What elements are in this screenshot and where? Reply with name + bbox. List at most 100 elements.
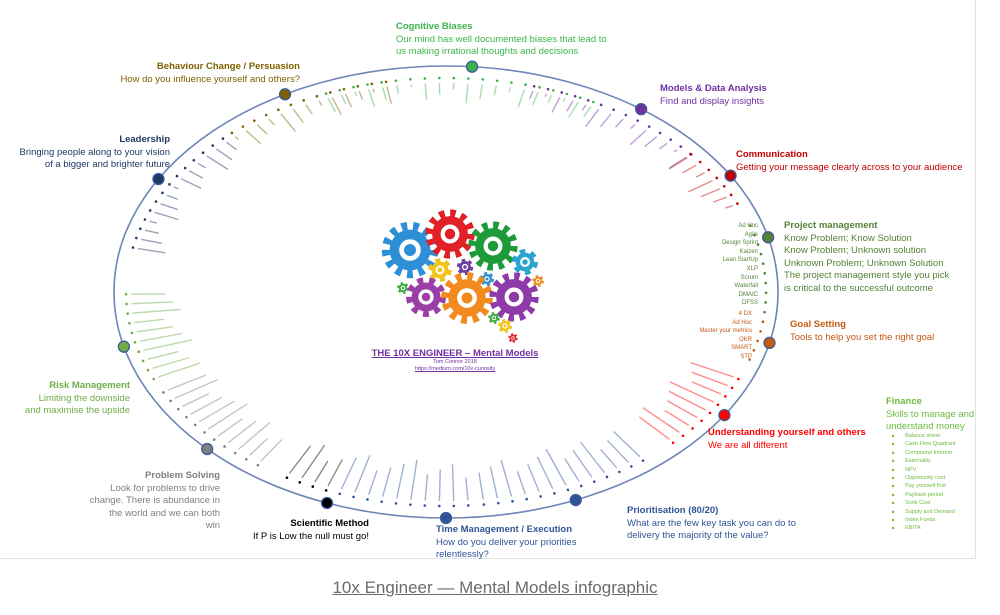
item-text-line — [167, 374, 207, 391]
category-title: Models & Data Analysis — [660, 83, 767, 94]
item-bullet-dot — [586, 99, 590, 102]
item-bullet-dot — [285, 476, 289, 480]
category-title: Behaviour Change / Persuasion — [156, 61, 300, 72]
item-bullet-dot — [689, 153, 693, 156]
item-text-line — [147, 350, 179, 361]
list-item: Balance sheet — [892, 432, 956, 440]
category-node-project — [761, 231, 775, 244]
category-desc: win — [205, 520, 220, 531]
item-text-line — [629, 129, 647, 146]
item-bullet-dot — [756, 339, 759, 343]
item-text-line — [256, 124, 268, 135]
item-bullet-dot — [573, 94, 577, 98]
item-text-line — [478, 472, 484, 500]
item-text-line — [227, 420, 257, 444]
item-bullet-dot — [761, 262, 765, 265]
category-title: Scientific Method — [290, 518, 369, 529]
item-text-line — [615, 118, 624, 128]
item-text-line — [160, 203, 178, 211]
item-bullet-dot — [707, 168, 711, 172]
item-bullet-dot — [636, 119, 639, 122]
gear-hub — [404, 244, 416, 256]
item-text-line — [358, 90, 364, 100]
item-bullet-dot — [658, 131, 662, 135]
item-text-line — [245, 129, 262, 145]
item-bullet-dot — [162, 391, 165, 394]
category-desc: of a bigger and brighter future — [44, 159, 170, 170]
item-bullet-dot — [591, 100, 595, 104]
item-text-line — [438, 469, 441, 501]
item-bullet-dot — [356, 84, 360, 88]
gear-teeth-icon — [397, 282, 409, 294]
list-item: DFSS — [741, 300, 758, 307]
item-bullet-dot — [126, 312, 129, 315]
gear-hub — [487, 240, 499, 252]
item-text-line — [688, 179, 713, 193]
center-title-block: THE 10X ENGINEER – Mental Models Tom Con… — [345, 348, 565, 373]
item-bullet-dot — [722, 184, 726, 188]
list-item: OKR — [738, 336, 752, 343]
item-text-line — [673, 149, 678, 153]
category-title: Understanding yourself and others — [708, 427, 866, 438]
list-item: Ad Hoc — [738, 223, 758, 229]
category-title: Risk Management — [49, 380, 130, 391]
item-text-line — [136, 325, 174, 333]
item-text-line — [669, 381, 715, 403]
item-text-line — [668, 157, 688, 170]
item-bullet-dot — [708, 411, 712, 415]
category-title: Project management — [784, 220, 878, 231]
item-bullet-dot — [566, 488, 570, 492]
item-text-line — [143, 339, 193, 351]
list-item: Payback period — [892, 491, 956, 499]
item-text-line — [354, 91, 358, 97]
list-item: Externality — [892, 457, 956, 465]
item-bullet-dot — [525, 497, 528, 501]
item-text-line — [479, 84, 483, 100]
item-text-line — [340, 457, 357, 490]
center-url[interactable]: https://medium.com/10x-curiosity — [414, 366, 496, 372]
item-bullet-dot — [612, 108, 615, 112]
item-bullet-dot — [183, 166, 187, 170]
category-desc: The project management style you pick — [784, 270, 950, 281]
label-leadership: Leadership Bringing people along to your… — [19, 134, 170, 172]
list-item: Sunk Cost — [892, 499, 956, 507]
item-bullet-dot — [315, 94, 319, 98]
item-bullet-dot — [131, 246, 135, 249]
category-title: Prioritisation (80/20) — [627, 505, 719, 516]
label-communication: Communication Getting your message clear… — [736, 149, 963, 174]
item-bullet-dot — [599, 103, 603, 107]
category-desc: is critical to the successful outcome — [784, 282, 933, 294]
item-bullet-dot — [736, 202, 739, 205]
item-text-line — [489, 466, 499, 499]
item-bullet-dot — [137, 350, 141, 354]
item-text-line — [668, 156, 687, 169]
list-item: Waterfall — [734, 283, 758, 290]
item-text-line — [141, 238, 162, 244]
item-text-line — [606, 439, 629, 463]
gear-hub — [508, 291, 520, 303]
item-bullet-dot — [605, 475, 609, 479]
item-bullet-dot — [511, 500, 514, 503]
category-desc: us making irrational thoughts and decisi… — [396, 46, 579, 57]
image-caption-link[interactable]: 10x Engineer — Mental Models infographic — [332, 578, 658, 597]
item-bullet-dot — [148, 209, 152, 212]
category-node-leadership — [152, 172, 165, 186]
item-text-line — [174, 378, 219, 400]
item-text-line — [182, 392, 210, 408]
label-project-management: Project management Know Problem; Know So… — [784, 220, 949, 295]
item-text-line — [197, 162, 207, 169]
item-bullet-dot — [698, 160, 702, 164]
list-item: Scrum — [740, 274, 758, 281]
item-bullet-dot — [560, 91, 564, 94]
category-desc: How do you deliver your priorities — [436, 536, 577, 548]
item-text-line — [700, 188, 721, 198]
label-scientific-method: Scientific Method If P is Low the null m… — [253, 518, 369, 543]
item-bullet-dot — [496, 501, 500, 505]
list-item: Opportunity cost — [892, 474, 956, 482]
item-text-line — [630, 124, 636, 129]
item-bullet-dot — [730, 386, 734, 390]
item-bullet-dot — [624, 113, 628, 117]
item-bullet-dot — [193, 423, 197, 427]
item-text-line — [292, 108, 305, 124]
gear-hub — [444, 228, 456, 240]
